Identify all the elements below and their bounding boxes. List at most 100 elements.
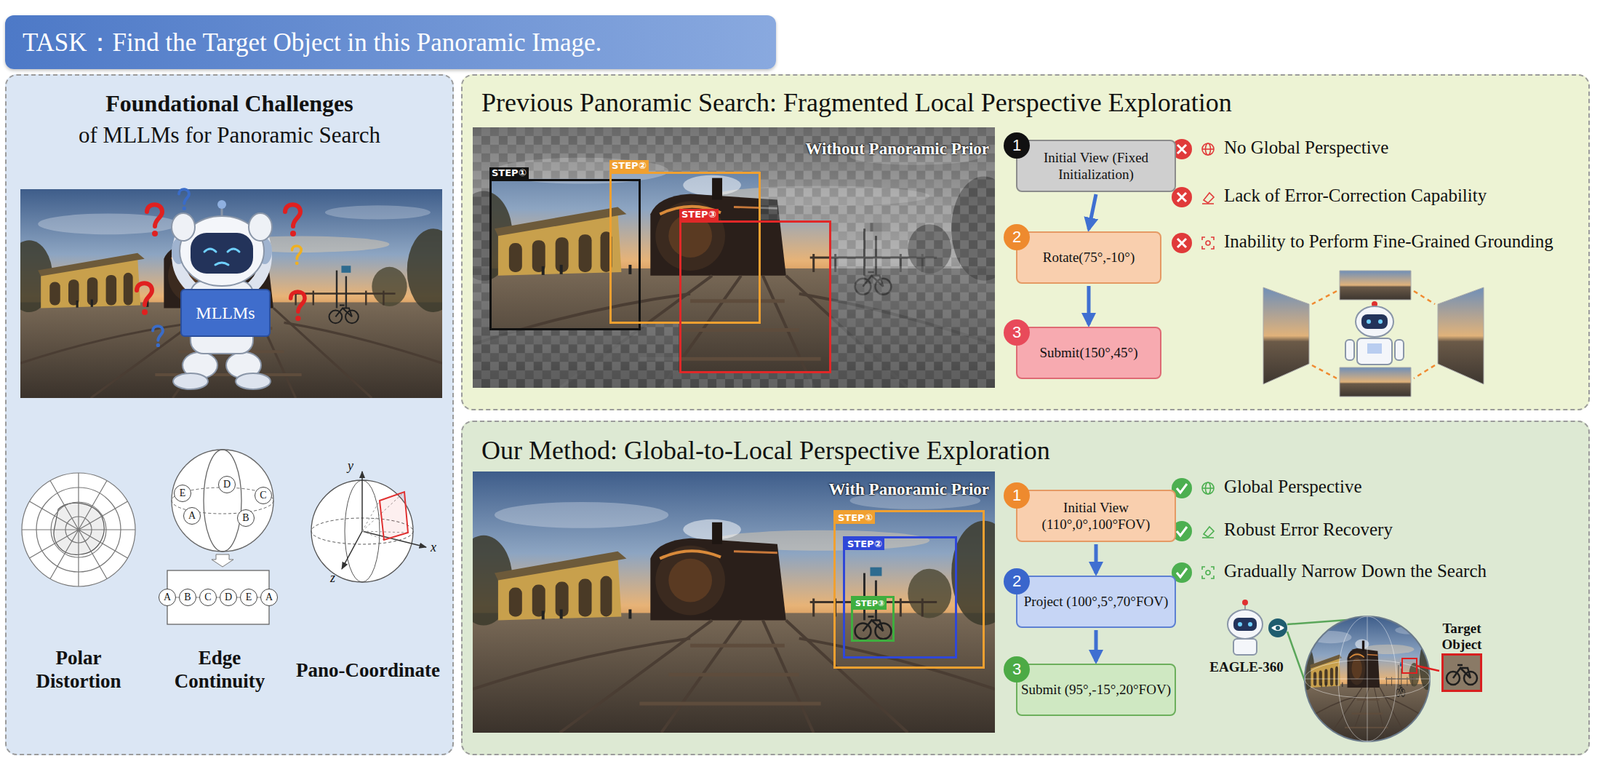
process-box: Initial View (110°,0°,100°FOV): [1016, 489, 1176, 542]
multi-view-robot-part: [1339, 270, 1411, 300]
check-icons-part: [1176, 483, 1187, 577]
letter-circle: E: [173, 484, 192, 502]
edge-continuity-figure-part: [171, 449, 274, 552]
panorama-sphere-part-part-part: [1300, 616, 1435, 742]
flow-arrow: [1094, 544, 1099, 574]
step-number: 2: [1003, 568, 1030, 595]
question-marks-part: [285, 204, 301, 237]
panel-subheading: of MLLMs for Panoramic Search: [6, 122, 453, 149]
letter-circle: C: [254, 486, 272, 504]
eagle-robot-part: [1227, 609, 1263, 639]
polar-globe-part: [21, 472, 136, 587]
eagle-robot-part: [1268, 618, 1288, 638]
eagle-robot-part: [1248, 621, 1253, 627]
method-panel: Our Method: Global-to-Local Perspective …: [461, 420, 1590, 755]
step-tag: STEP②: [845, 538, 885, 550]
panel-heading: Foundational Challenges: [6, 90, 453, 118]
cross-icons-part-part: [1202, 143, 1214, 155]
multi-view-robot-part: [1437, 287, 1484, 384]
process-text: Submit(150°,45°): [1039, 344, 1138, 361]
multi-view-robot-part-part: [1413, 365, 1435, 379]
panel-title: Our Method: Global-to-Local Perspective …: [481, 434, 1500, 466]
letter-circle: E: [240, 588, 258, 606]
confused-robot-part: [171, 213, 195, 241]
flow-arrow: [1094, 629, 1099, 662]
step-box: STEP① STEP② STEP③: [833, 509, 985, 669]
panorama-sphere: [1300, 616, 1440, 742]
axis-label: z: [330, 570, 336, 586]
edge-continuity-figure: [167, 449, 274, 624]
process-box: Project (100°,5°,70°FOV): [1016, 575, 1176, 628]
target-box: Target Object: [1441, 653, 1483, 692]
step-box: STEP③: [850, 595, 895, 642]
step-number: 1: [1003, 482, 1030, 509]
flow-arrow: [1087, 285, 1091, 325]
letter-circle: B: [237, 509, 255, 527]
panorama-sphere-part-part: [1300, 616, 1435, 742]
panorama-sphere-part-part: [1367, 616, 1368, 742]
axis-label: x: [430, 539, 437, 555]
panorama-sphere-part: [1304, 616, 1430, 742]
advantage-item: Robust Error Recovery: [1224, 519, 1393, 540]
process-text: Project (100°,5°,70°FOV): [1024, 592, 1169, 610]
multi-view-robot-part: [1366, 319, 1371, 324]
panorama-image-part: [5, 189, 460, 398]
local-panorama-part: [454, 127, 1017, 388]
step-tag: STEP①: [835, 512, 875, 524]
step-tag: STEP②: [609, 160, 649, 172]
step-number: 2: [1003, 224, 1030, 251]
cross-icons-part-part: [1202, 148, 1214, 150]
polar-globe-part: [21, 472, 136, 587]
pano-coordinate-figure-part: [341, 530, 363, 569]
panorama-sphere-part: [1416, 665, 1440, 671]
local-panorama-part-part: [472, 127, 995, 388]
multi-view-robot-part: [1367, 343, 1382, 354]
title-banner: TASK：Find the Target Object in this Pano…: [5, 15, 776, 70]
question-marks: [136, 189, 305, 347]
process-text: Initial View (110°,0°,100°FOV): [1017, 498, 1175, 533]
step-box: STEP③: [679, 220, 832, 374]
drawback-item: Inability to Perform Fine-Grained Ground…: [1224, 231, 1554, 252]
panorama-sphere-part: [1304, 616, 1430, 742]
cross-icons-part-part: [1202, 202, 1214, 205]
confused-robot-part: [190, 232, 254, 274]
multi-view-robot-part-part: [1312, 290, 1337, 304]
process-box: Rotate(75°,-10°): [1016, 231, 1162, 284]
check-icons-part-part: [1202, 536, 1214, 539]
question-marks-part: [178, 189, 190, 211]
eagle-robot-part: [1242, 599, 1248, 606]
cross-icons-part-part: [1202, 237, 1214, 249]
eagle-robot-part: [1237, 621, 1243, 627]
pano-coordinate-figure-part: [361, 471, 363, 531]
edge-continuity-figure-part: [211, 554, 234, 567]
step-box: STEP①: [489, 178, 641, 331]
multi-view-robot-part: [1378, 319, 1383, 324]
panorama-sphere-part: [1300, 616, 1435, 742]
image-caption: Without Panoramic Prior: [770, 139, 990, 159]
edge-continuity-figure-part: [203, 449, 242, 552]
multi-view-robot-part-part: [1413, 290, 1435, 304]
process-text: Rotate(75°,-10°): [1042, 248, 1136, 266]
step-box: STEP② STEP③: [842, 536, 958, 659]
confused-robot-part: [248, 213, 272, 241]
cross-icons-part-part: [1203, 192, 1214, 203]
step-box: STEP②: [609, 171, 761, 324]
image-caption: With Panoramic Prior: [770, 480, 990, 499]
target-bicycle-part: [1443, 655, 1480, 690]
multi-view-robot-part: [1361, 314, 1388, 329]
multi-view-robot-part: [1345, 339, 1355, 360]
figure-caption: Polar Distortion: [20, 645, 137, 694]
check-icons: [1171, 477, 1214, 583]
axis-label: y: [347, 458, 354, 474]
multi-view-robot-part: [1339, 367, 1411, 397]
polar-globe: [21, 472, 136, 587]
advantage-item: Global Perspective: [1224, 476, 1363, 497]
letter-circle: A: [158, 588, 176, 606]
multi-view-robot-part: [1357, 338, 1392, 365]
step-tag: STEP①: [489, 167, 529, 179]
eagle-robot-part: [1233, 638, 1257, 655]
drawback-item: No Global Perspective: [1224, 137, 1389, 158]
multi-view-robot-part: [1394, 339, 1404, 360]
multi-view-robot: [1263, 270, 1484, 397]
